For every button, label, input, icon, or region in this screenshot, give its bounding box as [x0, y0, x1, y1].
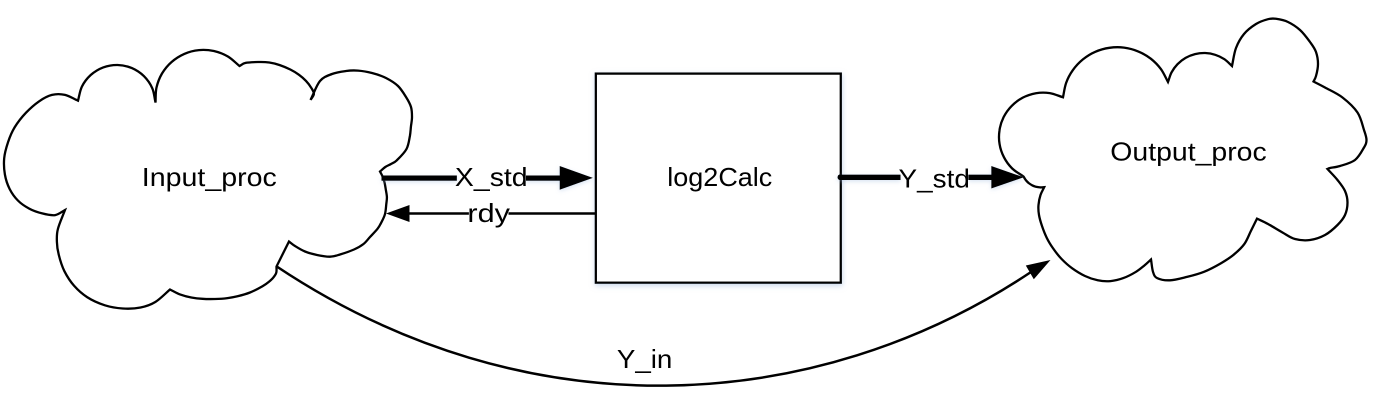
svg-text:X_std: X_std [455, 162, 528, 192]
svg-text:Input_proc: Input_proc [142, 162, 277, 192]
svg-text:Y_in: Y_in [617, 344, 673, 374]
svg-text:log2Calc: log2Calc [667, 162, 772, 192]
svg-text:Output_proc: Output_proc [1110, 136, 1266, 166]
svg-text:rdy: rdy [467, 198, 510, 228]
svg-text:Y_std: Y_std [899, 164, 970, 194]
